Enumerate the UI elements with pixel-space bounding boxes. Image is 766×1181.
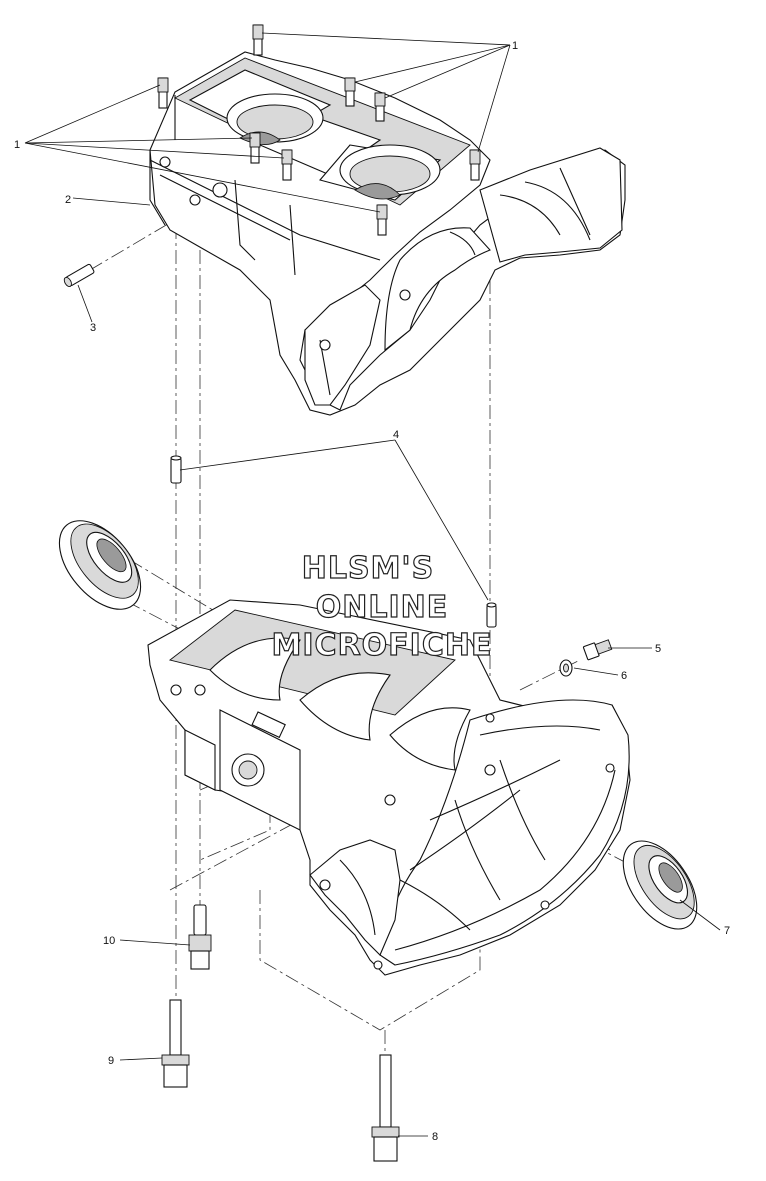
plug-pin-part-3 xyxy=(63,263,95,288)
upper-crankcase xyxy=(149,51,626,416)
watermark: HLSM'S ONLINE MICROFICHE xyxy=(271,550,493,663)
callout-7: 7 xyxy=(724,925,730,937)
callout-3: 3 xyxy=(90,322,96,334)
callout-6: 6 xyxy=(621,670,627,682)
leader-lines xyxy=(24,32,721,1137)
lower-crankcase xyxy=(147,599,631,976)
dowel-pins xyxy=(170,455,497,628)
callout-labels: 1 1 2 3 4 5 6 7 8 9 10 xyxy=(14,40,730,1143)
sealing-washer-part-6 xyxy=(559,659,573,677)
bolt-part-8 xyxy=(371,1054,400,1162)
callout-1-right: 1 xyxy=(512,40,518,52)
callout-8: 8 xyxy=(432,1131,438,1143)
watermark-line-3: MICROFICHE xyxy=(272,628,493,663)
callout-10: 10 xyxy=(103,935,115,947)
watermark-line-2: ONLINE xyxy=(316,590,449,625)
bolt-part-9 xyxy=(161,999,190,1088)
callout-2: 2 xyxy=(65,194,71,206)
crankshaft-oil-seal-left xyxy=(58,520,142,610)
stud-bolts xyxy=(157,24,481,236)
callout-5: 5 xyxy=(655,643,661,655)
callout-9: 9 xyxy=(108,1055,114,1067)
crankshaft-oil-seal-part-7 xyxy=(622,840,698,930)
callout-1-left: 1 xyxy=(14,139,20,151)
drain-plug-part-5 xyxy=(582,639,613,661)
callout-4: 4 xyxy=(393,429,399,441)
watermark-line-1: HLSM'S xyxy=(302,551,434,586)
hose-fitting-part-10 xyxy=(188,904,212,970)
